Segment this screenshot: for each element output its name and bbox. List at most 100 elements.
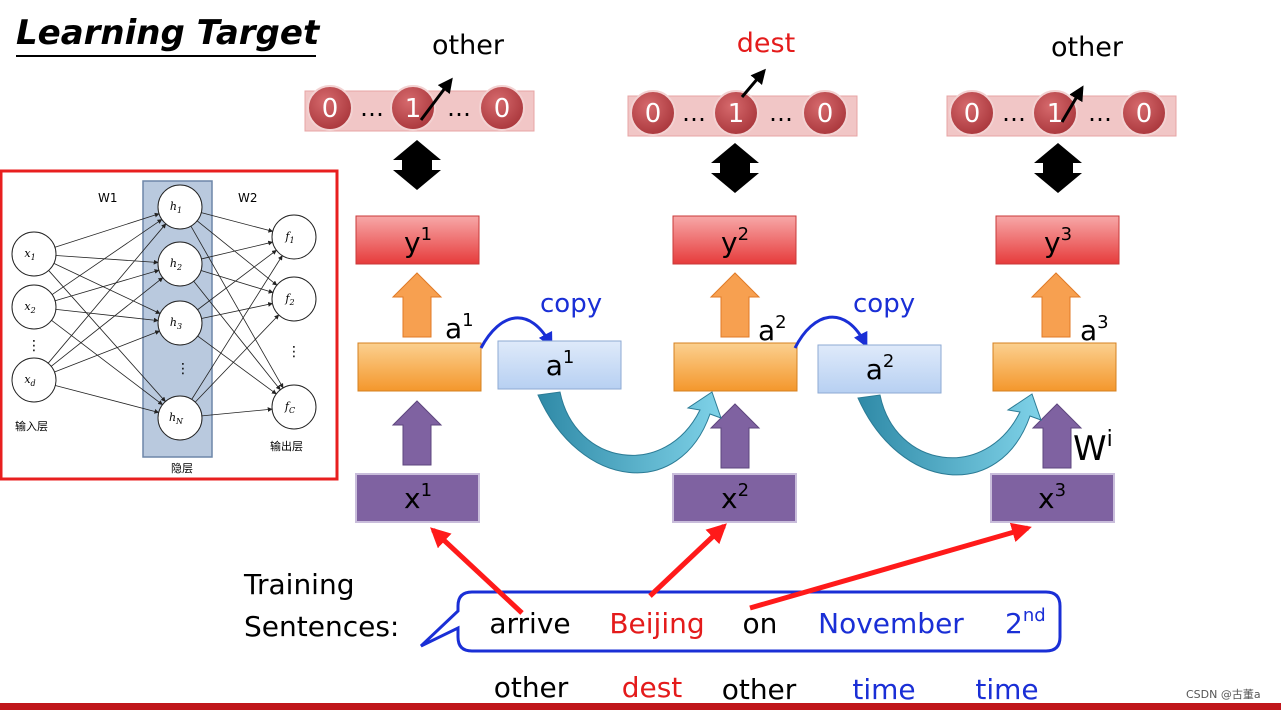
x-box-3 [990, 473, 1115, 523]
onehot-cell [713, 90, 759, 136]
word-beijing: Beijing [609, 607, 704, 640]
copy-label-2: copy [853, 289, 915, 319]
onehot-value: 0 [494, 94, 511, 124]
svg-text:a3: a3 [1080, 312, 1109, 347]
inset-hidden-layer-label: 隐层 [171, 462, 193, 475]
inset-connection [201, 302, 273, 319]
onehot-cell [630, 90, 676, 136]
x-box-1 [355, 473, 480, 523]
inset-output-node-label: fC [284, 400, 295, 415]
y-box-1 [355, 215, 480, 265]
svg-text:a1: a1 [546, 347, 575, 382]
inset-connection [51, 219, 163, 295]
target-arrow [740, 68, 766, 98]
bottom-bar [0, 703, 1281, 710]
svg-text:y2: y2 [721, 224, 749, 259]
svg-text:x3: x3 [1038, 480, 1066, 515]
onehot-cell [1121, 90, 1167, 136]
inset-connection [51, 319, 163, 406]
word-2nd: 2nd [1005, 605, 1046, 640]
inset-w2-label: W2 [238, 191, 258, 205]
y-box-3 [995, 215, 1120, 265]
inset-input-node-label: x1 [24, 247, 35, 262]
target-arrow [419, 77, 453, 121]
double-arrow-icon [711, 143, 759, 193]
caption-line-1: Training [243, 568, 354, 601]
memory-copy-2: copy a2 [793, 289, 1042, 476]
x-box-2 [672, 473, 797, 523]
copy-label-1: copy [540, 289, 602, 319]
inset-connection [55, 255, 159, 265]
input-arrow-3 [749, 522, 1032, 611]
copy-arrow-2 [793, 315, 868, 349]
onehot-cell [307, 85, 353, 131]
onehot-cell [390, 85, 436, 131]
inset-hidden-node [157, 300, 203, 346]
onehot-value: 1 [728, 99, 745, 129]
svg-text:a2: a2 [758, 312, 787, 347]
inset-input-node [11, 231, 57, 277]
onehot-ellipsis: … [360, 94, 384, 122]
inset-connection [190, 225, 284, 389]
recurrent-arrow-1 [537, 391, 722, 474]
inset-connection [48, 270, 166, 402]
inset-input-node [11, 357, 57, 403]
onehot-ellipsis: … [1002, 99, 1026, 127]
y-box-2 [672, 215, 797, 265]
tag-1: other [494, 671, 569, 704]
copy-arrow-1 [479, 316, 553, 349]
onehot-cell [479, 85, 525, 131]
input-arrow-2 [648, 523, 727, 598]
caption-line-2: Sentences: [244, 610, 399, 643]
double-arrow-icon [1034, 143, 1082, 193]
svg-text:x1: x1 [404, 480, 432, 515]
timestep-1: other 0 … 1 … 0 y1 a1 x1 [304, 30, 535, 523]
inset-connection [191, 255, 283, 400]
word-on: on [743, 607, 778, 640]
inset-connection [194, 314, 280, 403]
inset-connection [201, 240, 274, 260]
svg-text:x2: x2 [721, 480, 749, 515]
slide-title: Learning Target [16, 13, 321, 53]
onehot-ellipsis: … [769, 99, 793, 127]
onehot-cell [802, 90, 848, 136]
memory-copy-1: copy a1 [479, 289, 722, 474]
inset-connection [54, 330, 160, 373]
onehot-value: 0 [1136, 99, 1153, 129]
onehot-value: 1 [1047, 99, 1064, 129]
inset-input-node [11, 284, 57, 330]
onehot-value: 0 [817, 99, 834, 129]
svg-text:y3: y3 [1044, 224, 1072, 259]
tag-3: other [722, 673, 797, 706]
inset-connection [196, 220, 278, 286]
output-label-2: dest [737, 28, 795, 59]
word-november: November [818, 607, 964, 640]
inset-connection [55, 385, 160, 414]
onehot-cell [949, 90, 995, 136]
watermark: CSDN @古董a [1186, 688, 1261, 701]
onehot-ellipsis: … [447, 94, 471, 122]
up-arrow-orange-icon [709, 272, 761, 338]
inset-hidden-node [157, 241, 203, 287]
svg-text:a1: a1 [445, 310, 474, 345]
timestep-2: dest 0 … 1 … 0 y2 a2 x2 [627, 28, 858, 523]
inset-connection [54, 269, 160, 302]
inset-output-node [271, 384, 317, 430]
inset-input-node-label: xd [24, 373, 35, 388]
memory-box-1 [497, 340, 622, 390]
onehot-value: 1 [405, 94, 422, 124]
onehot-value: 0 [964, 99, 981, 129]
inset-connection [53, 263, 161, 314]
tag-2: dest [622, 671, 683, 704]
a-box-3 [992, 342, 1117, 392]
inset-hidden-vdots: ⋮ [176, 361, 190, 377]
inset-connection [47, 223, 167, 364]
word-arrive: arrive [489, 607, 570, 640]
inset-input-vdots: ⋮ [27, 338, 41, 354]
inset-connection [197, 249, 277, 311]
timestep-3: other 0 … 1 … 0 y3 a3 Wi x3 [946, 32, 1177, 523]
output-label-1: other [432, 30, 505, 61]
up-arrow-purple-icon [709, 403, 761, 469]
